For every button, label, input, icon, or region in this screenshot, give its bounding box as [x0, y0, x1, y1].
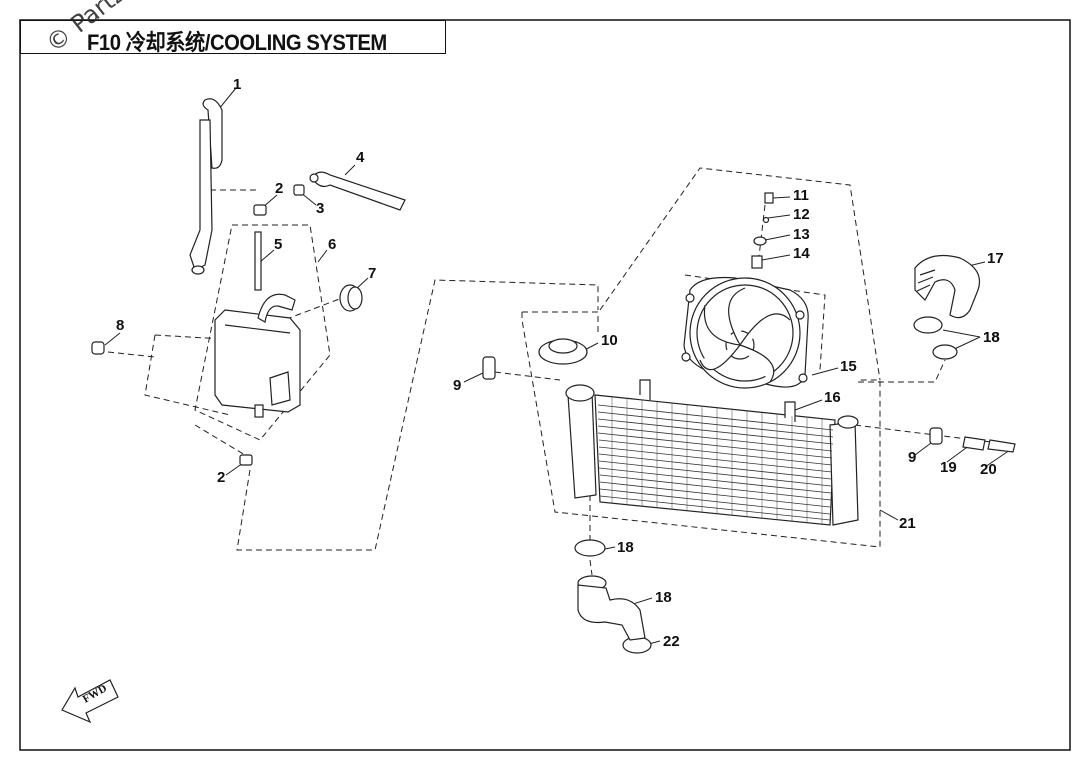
- dashed-guide: [209, 180, 258, 191]
- hose-upper-right: [914, 255, 981, 319]
- part-callout-18: 18: [617, 539, 634, 556]
- part-callout-16: 16: [824, 389, 841, 406]
- grommet: [753, 236, 767, 246]
- part-callout-5: 5: [274, 236, 283, 253]
- reservoir-tank: [214, 293, 301, 418]
- part-callout-6: 6: [328, 236, 337, 253]
- reservoir-cap: [339, 284, 363, 312]
- fan-assembly: [681, 276, 809, 389]
- rod: [254, 231, 262, 291]
- radiator-cap: [538, 338, 588, 365]
- part-callout-18: 18: [983, 329, 1000, 346]
- outer-frame: [19, 19, 1071, 751]
- overflow-hose: [309, 171, 406, 211]
- clamp: [293, 184, 305, 196]
- bolt: [987, 439, 1016, 453]
- part-callout-12: 12: [793, 206, 810, 223]
- part-callout-9: 9: [453, 377, 462, 394]
- part-callout-15: 15: [840, 358, 857, 375]
- part-callout-14: 14: [793, 245, 810, 262]
- radiator-core: [565, 379, 859, 526]
- part-callout-22: 22: [663, 633, 680, 650]
- fan-outline: [684, 274, 826, 371]
- title-box: F10 冷却系统/COOLING SYSTEM: [20, 20, 446, 55]
- fitting: [962, 436, 986, 451]
- part-callout-2: 2: [217, 469, 226, 486]
- part-callout-20: 20: [980, 461, 997, 478]
- part-callout-10: 10: [601, 332, 618, 349]
- part-callout-2: 2: [275, 180, 284, 197]
- part-callout-9: 9: [908, 449, 917, 466]
- radiator-fins-vertical: [611, 397, 823, 524]
- hose-upper: [189, 98, 223, 275]
- clamp: [253, 204, 267, 216]
- washer: [762, 216, 770, 224]
- part-callout-18: 18: [655, 589, 672, 606]
- part-callout-11: 11: [793, 187, 809, 204]
- part-callout-7: 7: [368, 265, 377, 282]
- part-callout-17: 17: [987, 250, 1004, 267]
- bolt: [764, 192, 774, 204]
- part-callout-18: 18: [983, 329, 1000, 346]
- page-title: F10 冷却系统/COOLING SYSTEM: [87, 30, 387, 55]
- part-callout-8: 8: [116, 317, 125, 334]
- hose-clamp: [574, 316, 958, 654]
- radiator-outline: [521, 312, 881, 548]
- nut: [751, 255, 763, 269]
- fwd-arrow-icon: [61, 679, 119, 724]
- hose-lower: [577, 575, 646, 641]
- clamp: [239, 454, 253, 466]
- bolt: [91, 341, 105, 355]
- part-callout-3: 3: [316, 200, 325, 217]
- radiator-fins: [597, 404, 834, 521]
- part-callout-13: 13: [793, 226, 810, 243]
- part-callout-4: 4: [356, 149, 365, 166]
- seal: [482, 356, 943, 445]
- part-callout-1: 1: [233, 76, 242, 93]
- part-callout-19: 19: [940, 459, 957, 476]
- part-callout-21: 21: [899, 515, 916, 532]
